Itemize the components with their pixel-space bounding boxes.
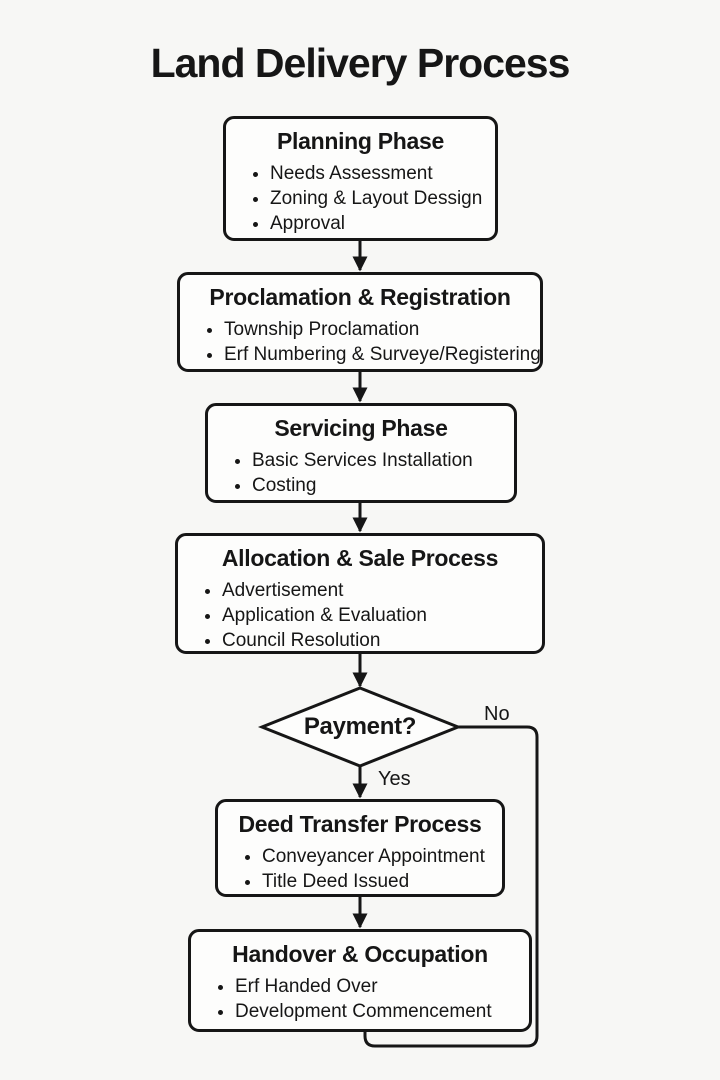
- bullet-list: Erf Handed Over Development Commencement: [191, 974, 529, 1024]
- bullet-item: Erf Handed Over: [235, 974, 529, 999]
- bullet-item: Costing: [252, 473, 514, 498]
- bullet-item: Advertisement: [222, 578, 542, 603]
- bullet-list: Basic Services Installation Costing: [208, 448, 514, 498]
- process-box-proclamation-registration: Proclamation & Registration Township Pro…: [177, 272, 543, 372]
- yes-edge-label: Yes: [378, 768, 411, 790]
- box-title: Allocation & Sale Process: [221, 545, 499, 571]
- bullet-item: Zoning & Layout Dessign: [270, 186, 495, 211]
- no-edge-label: No: [484, 703, 510, 725]
- box-title: Servicing Phase: [274, 415, 448, 441]
- bullet-item: Title Deed Issued: [262, 869, 502, 894]
- box-title: Planning Phase: [276, 128, 445, 154]
- process-box-allocation-sale: Allocation & Sale Process Advertisement …: [175, 533, 545, 654]
- bullet-item: Council Resolution: [222, 628, 542, 653]
- bullet-list: Advertisement Application & Evaluation C…: [178, 578, 542, 653]
- decision-label: Payment?: [303, 713, 417, 740]
- bullet-item: Erf Numbering & Surveye/Registering: [224, 342, 541, 367]
- process-box-servicing-phase: Servicing Phase Basic Services Installat…: [205, 403, 517, 503]
- no-loop-connector: [363, 725, 539, 1048]
- bullet-item: Basic Services Installation: [252, 448, 514, 473]
- bullet-item: Conveyancer Appointment: [262, 844, 502, 869]
- box-title: Handover & Occupation: [232, 941, 488, 967]
- process-box-handover-occupation: Handover & Occupation Erf Handed Over De…: [188, 929, 532, 1032]
- box-title: Deed Transfer Process: [238, 811, 482, 837]
- decision-diamond: [257, 686, 463, 768]
- bullet-item: Approval: [270, 211, 495, 236]
- process-box-deed-transfer: Deed Transfer Process Conveyancer Appoin…: [215, 799, 505, 897]
- bullet-item: Township Proclamation: [224, 317, 540, 342]
- box-title: Proclamation & Registration: [209, 284, 511, 310]
- bullet-item: Needs Assessment: [270, 161, 495, 186]
- process-box-planning-phase: Planning Phase Needs Assessment Zoning &…: [223, 116, 498, 241]
- bullet-item: Development Commencement: [235, 999, 529, 1024]
- bullet-list: Needs Assessment Zoning & Layout Dessign…: [226, 161, 495, 236]
- bullet-list: Conveyancer Appointment Title Deed Issue…: [218, 844, 502, 894]
- page-title: Land Delivery Process: [150, 40, 571, 86]
- bullet-item: Application & Evaluation: [222, 603, 542, 628]
- bullet-list: Township Proclamation Erf Numbering & Su…: [180, 317, 541, 367]
